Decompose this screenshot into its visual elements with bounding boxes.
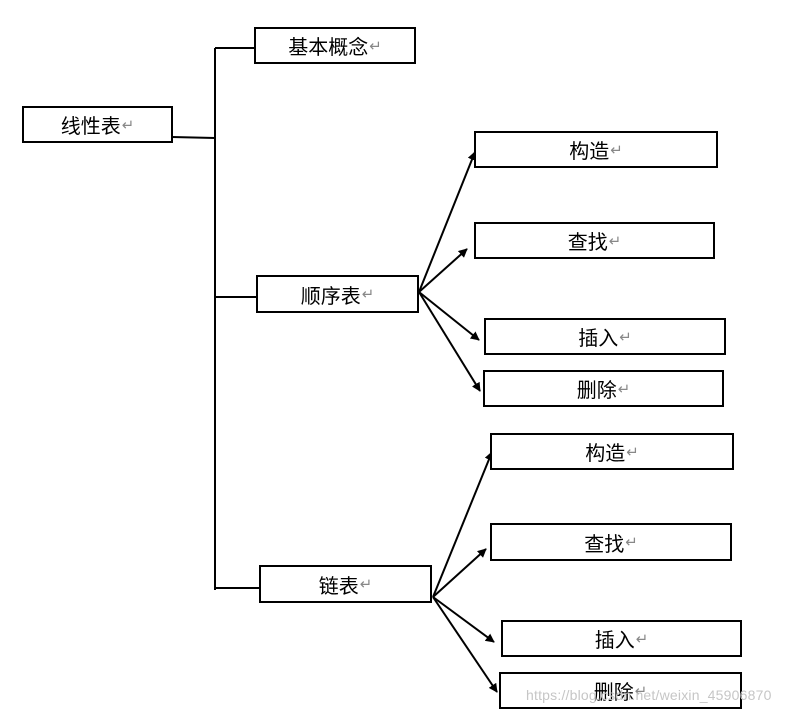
node-seq-construct: 构造↵ [474,131,718,168]
return-mark-icon: ↵ [634,681,648,700]
return-mark-icon: ↵ [121,115,135,134]
node-linear-list: 线性表↵ [22,106,173,143]
root-connector [171,136,216,139]
arrow-seq-delete [418,291,481,392]
node-basic-concept: 基本概念↵ [254,27,416,64]
node-label: 构造 [585,441,626,465]
watermark-url: https://blog.csdn.net/weixin_45906870 [526,687,772,703]
node-link-insert: 插入↵ [501,620,742,657]
node-label: 基本概念 [288,35,369,59]
node-seq-search: 查找↵ [474,222,715,259]
arrow-link-construct [432,451,494,598]
node-link-delete: 删除↵ [499,672,742,709]
node-label: 查找 [584,531,625,556]
return-mark-icon: ↵ [635,629,649,648]
node-label: 线性表 [60,114,121,138]
return-mark-icon: ↵ [369,36,382,55]
return-mark-icon: ↵ [625,533,638,551]
arrow-seq-construct [418,151,477,293]
node-seq-delete: 删除↵ [483,370,724,407]
arrow-seq-insert [418,291,480,341]
return-mark-icon: ↵ [608,231,622,250]
node-label: 链表 [318,573,359,598]
return-mark-icon: ↵ [359,575,373,593]
arrow-link-delete [432,596,498,693]
node-seq-insert: 插入↵ [484,318,726,355]
node-label: 插入 [578,326,619,350]
node-linked-list: 链表↵ [259,565,432,603]
arrow-seq-search [418,248,468,293]
node-sequential-list: 顺序表↵ [256,275,419,313]
node-label: 查找 [567,230,608,254]
node-link-construct: 构造↵ [490,433,734,470]
node-label: 插入 [594,628,635,652]
return-mark-icon: ↵ [361,285,375,303]
return-mark-icon: ↵ [619,327,632,346]
node-label: 顺序表 [300,283,361,308]
return-mark-icon: ↵ [610,140,623,159]
node-label: 删除 [576,378,617,402]
node-label: 构造 [569,139,610,163]
return-mark-icon: ↵ [617,379,631,398]
arrow-link-search [432,548,487,598]
node-label: 删除 [593,680,634,704]
return-mark-icon: ↵ [626,442,639,461]
arrow-link-insert [432,596,495,643]
node-link-search: 查找↵ [490,523,732,561]
